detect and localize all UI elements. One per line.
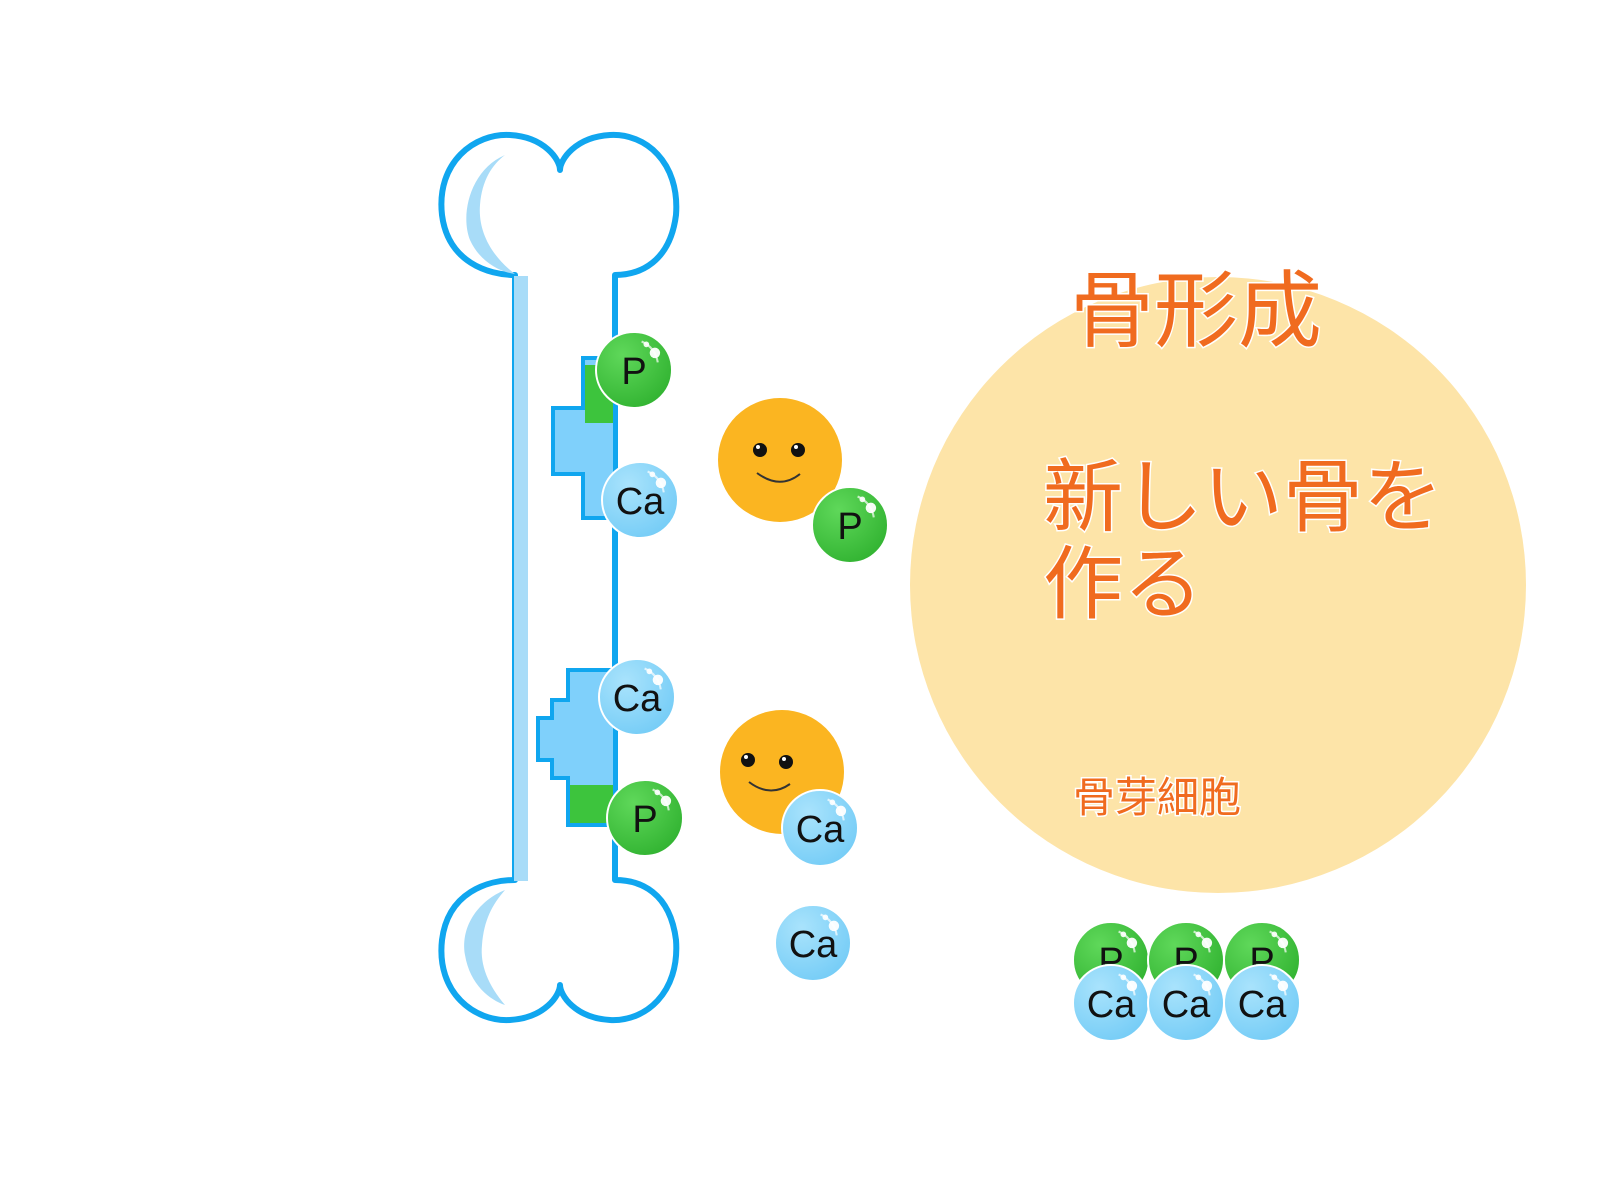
osteoblast-cell-circle (910, 277, 1526, 893)
calcium-ion-icon: Ca (1072, 964, 1150, 1042)
osteoblast-label: 骨芽細胞 (1073, 773, 1241, 822)
svg-text:P: P (837, 506, 862, 548)
svg-text:P: P (621, 351, 646, 393)
diagram-title: 骨形成 (1070, 262, 1322, 360)
svg-text:Ca: Ca (1162, 984, 1211, 1026)
description-line-2: 作る (1043, 538, 1203, 631)
svg-text:P: P (632, 799, 657, 841)
svg-text:Ca: Ca (789, 924, 838, 966)
calcium-ion-icon: Ca (1147, 964, 1225, 1042)
svg-text:Ca: Ca (1087, 984, 1136, 1026)
svg-text:Ca: Ca (616, 481, 665, 523)
bone-deposit-lower (536, 668, 617, 827)
description-line-1: 新しい骨を (1043, 451, 1443, 544)
phosphorus-ion-icon: P (595, 331, 673, 409)
osteoblast-face-icon (718, 398, 842, 522)
calcium-ion-icon: Ca (774, 904, 852, 982)
svg-text:Ca: Ca (796, 809, 845, 851)
svg-text:Ca: Ca (1238, 984, 1287, 1026)
calcium-ion-icon: Ca (601, 461, 679, 539)
phosphorus-ion-icon: P (606, 779, 684, 857)
phosphorus-ion-icon: P (811, 486, 889, 564)
calcium-ion-icon: Ca (598, 658, 676, 736)
svg-text:Ca: Ca (613, 678, 662, 720)
bone-icon (438, 131, 680, 1024)
calcium-ion-icon: Ca (1223, 964, 1301, 1042)
calcium-ion-icon: Ca (781, 789, 859, 867)
